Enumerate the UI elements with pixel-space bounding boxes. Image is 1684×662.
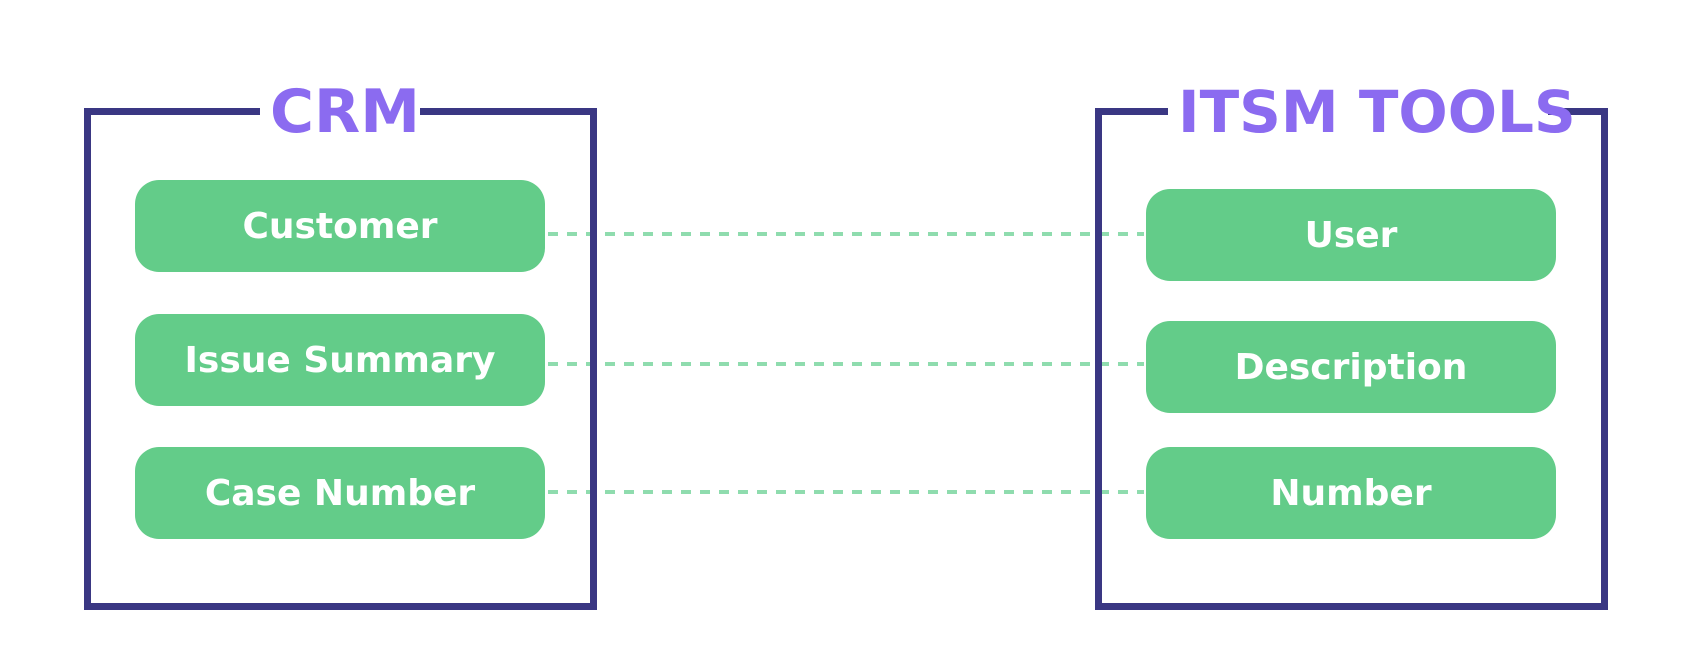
- itsm-field-description: Description: [1146, 321, 1556, 413]
- itsm-field-number: Number: [1146, 447, 1556, 539]
- crm-group-title: CRM: [260, 72, 420, 152]
- crm-field-issue-summary: Issue Summary: [135, 314, 545, 406]
- itsm-group-title: ITSM TOOLS: [1168, 72, 1576, 152]
- itsm-field-user: User: [1146, 189, 1556, 281]
- crm-field-customer: Customer: [135, 180, 545, 272]
- crm-field-case-number: Case Number: [135, 447, 545, 539]
